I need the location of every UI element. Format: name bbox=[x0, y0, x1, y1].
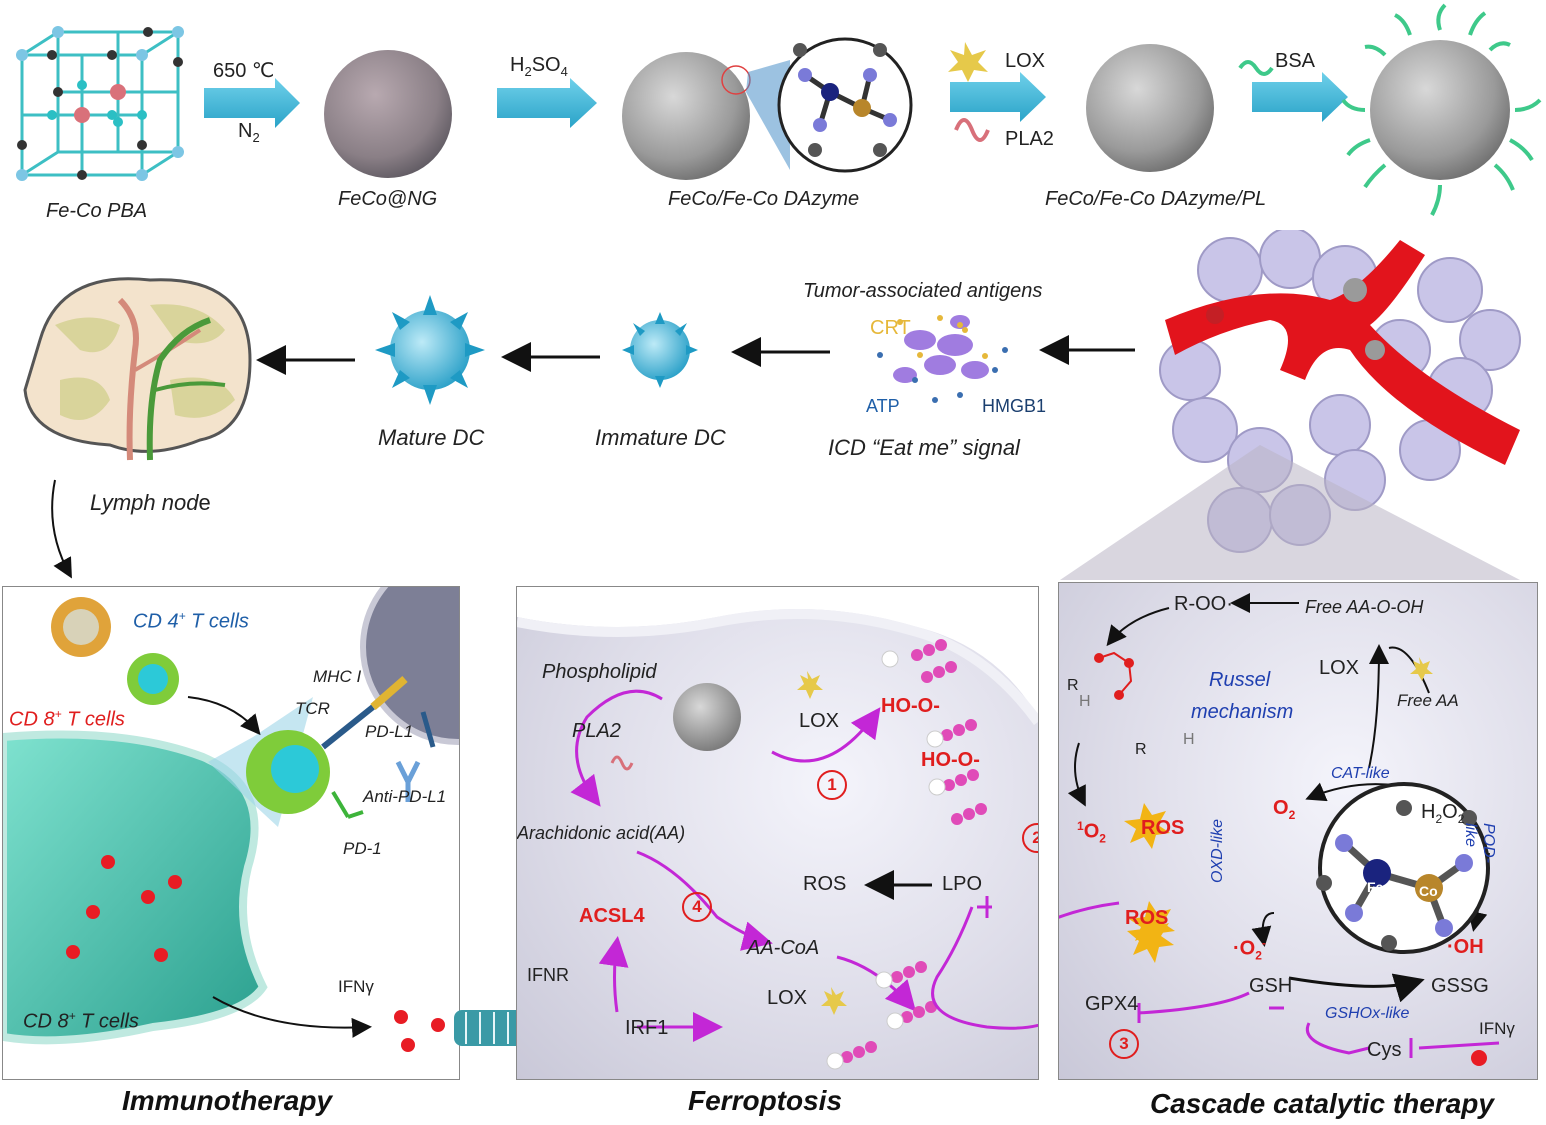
roo-label: R-OO· bbox=[1174, 593, 1233, 615]
ferroptosis-panel: Phospholipid PLA2 LOX HO-O- HO-O- Arachi… bbox=[516, 586, 1039, 1080]
cascade-graphic bbox=[1059, 593, 1500, 1066]
step-4-marker: 4 bbox=[682, 892, 712, 922]
atp-label: ATP bbox=[866, 396, 900, 416]
bsa-coated-sphere bbox=[1341, 3, 1542, 216]
bsa-icon bbox=[1238, 60, 1274, 76]
gshox-like-label: GSHOx-like bbox=[1325, 1005, 1410, 1022]
ferroptosis-title: Ferroptosis bbox=[688, 1085, 843, 1116]
mature-dc-label: Mature DC bbox=[378, 425, 485, 450]
pdl1-label: PD-L1 bbox=[365, 722, 414, 741]
ferroptosis-graphic bbox=[517, 587, 1038, 1070]
aacoa-label: AA-CoA bbox=[747, 937, 820, 959]
mature-dc-graphic bbox=[375, 295, 485, 405]
dazyme-pl-sphere bbox=[1086, 44, 1214, 172]
co-atom-label: Co bbox=[1419, 883, 1438, 899]
cd8-label: CD 8+ T cells bbox=[9, 707, 125, 731]
fe-atom-label: Fe bbox=[1367, 879, 1384, 895]
gsh-label: GSH bbox=[1249, 975, 1293, 997]
acsl4-label: ACSL4 bbox=[579, 905, 645, 927]
pla2-icon bbox=[954, 118, 990, 142]
free-aa-label: Free AA bbox=[1397, 691, 1459, 710]
h-label-2: H bbox=[1183, 731, 1195, 748]
ifn-label-cascade: IFNγ bbox=[1479, 1019, 1515, 1038]
antigen-cluster bbox=[877, 315, 1008, 403]
cys-label: Cys bbox=[1367, 1039, 1402, 1061]
singlet-oxygen-label: 1O2 bbox=[1077, 819, 1106, 846]
hoo-label-2: HO-O- bbox=[921, 749, 980, 771]
fe-co-pba-lattice bbox=[20, 30, 180, 177]
lymph-node-graphic bbox=[23, 277, 252, 461]
pla2-label: PLA2 bbox=[1005, 128, 1054, 150]
cascade-panel: R-OO· Free AA-O-OH Russel mechanism LOX … bbox=[1058, 582, 1538, 1080]
gpx4-label: GPX4 bbox=[1085, 993, 1139, 1015]
lox-label-ferro-2: LOX bbox=[767, 987, 808, 1009]
pod-like-label: POD-like bbox=[1462, 823, 1497, 863]
cd4-label: CD 4+ T cells bbox=[133, 609, 249, 633]
cd8-cells-label: CD 8+ T cells bbox=[23, 1009, 139, 1033]
tumor-antigens-label: Tumor-associated antigens bbox=[803, 280, 1043, 302]
russel-label: Russel bbox=[1209, 669, 1271, 691]
icd-label: ICD “Eat me” signal bbox=[828, 435, 1020, 460]
lox-label: LOX bbox=[1005, 50, 1046, 72]
ifn-label: IFNγ bbox=[338, 977, 374, 996]
lox-label-cascade: LOX bbox=[1319, 657, 1360, 679]
phospholipid-label: Phospholipid bbox=[542, 661, 657, 683]
ifnr-label: IFNR bbox=[527, 965, 569, 985]
middle-row-graphic bbox=[23, 230, 1521, 580]
lox-icon bbox=[948, 42, 988, 82]
step1-temp-label: 650 ℃ bbox=[213, 60, 275, 82]
step-3-marker: 3 bbox=[1109, 1029, 1139, 1059]
h-label-1: H bbox=[1079, 693, 1091, 710]
irf1-label: IRF1 bbox=[625, 1017, 669, 1039]
dazyme-label: FeCo/Fe-Co DAzyme bbox=[668, 188, 860, 210]
immature-dc-label: Immature DC bbox=[595, 425, 726, 450]
ros-label-cascade-2: ROS bbox=[1125, 907, 1169, 929]
dazyme-zoom-circle bbox=[777, 37, 913, 173]
cascade-title: Cascade catalytic therapy bbox=[1150, 1088, 1494, 1119]
superoxide-label: ·O2- bbox=[1233, 936, 1266, 963]
lpo-label: LPO bbox=[942, 873, 983, 895]
lymph-node-label: Lymph node bbox=[90, 490, 211, 515]
gssg-label: GSSG bbox=[1431, 975, 1489, 997]
tcr-label: TCR bbox=[295, 699, 330, 718]
synthesis-arrows bbox=[204, 72, 1348, 128]
dazyme-pl-label: FeCo/Fe-Co DAzyme/PL bbox=[1045, 188, 1267, 210]
immunotherapy-title: Immunotherapy bbox=[122, 1085, 333, 1116]
crt-label: CRT bbox=[870, 317, 911, 339]
pla2-label-ferro: PLA2 bbox=[572, 720, 621, 742]
feco-ng-sphere bbox=[324, 50, 452, 178]
immunotherapy-graphic bbox=[3, 587, 459, 1052]
bsa-label: BSA bbox=[1275, 50, 1316, 72]
anti-pdl1-label: Anti-PD-L1 bbox=[363, 787, 447, 806]
ros-label-ferro: ROS bbox=[803, 873, 847, 895]
lox-label-ferro: LOX bbox=[799, 710, 840, 732]
pd1-label: PD-1 bbox=[343, 839, 382, 858]
hmgb1-label: HMGB1 bbox=[982, 396, 1047, 416]
zoom-projection bbox=[1060, 445, 1520, 580]
r-label-2: R bbox=[1135, 741, 1147, 758]
ros-label-cascade-1: ROS bbox=[1141, 817, 1185, 839]
synthesis-graphic bbox=[16, 3, 1542, 216]
step-1-marker: 1 bbox=[817, 770, 847, 800]
cat-like-label: CAT-like bbox=[1331, 765, 1390, 782]
fe-co-pba-label: Fe-Co PBA bbox=[46, 200, 148, 222]
step1-gas-label: N2 bbox=[238, 120, 260, 145]
immature-dc-graphic bbox=[622, 312, 698, 388]
fe-co-pba-atoms bbox=[16, 26, 184, 181]
hydroxyl-label: ·OH bbox=[1447, 936, 1484, 958]
r-label-1: R bbox=[1067, 677, 1079, 694]
o2-label: O2 bbox=[1273, 797, 1296, 822]
step2-acid-label: H2SO4 bbox=[510, 54, 568, 79]
oxd-like-label: OXD-like bbox=[1209, 818, 1226, 883]
h2o2-label: H2O2 bbox=[1421, 801, 1465, 826]
feco-ng-label: FeCo@NG bbox=[338, 188, 438, 210]
aa-label: Arachidonic acid(AA) bbox=[517, 823, 686, 843]
dazyme-particle bbox=[673, 683, 741, 751]
mechanism-label: mechanism bbox=[1191, 701, 1294, 723]
immunotherapy-panel: CD 4+ T cells CD 8+ T cells MHC I TCR PD… bbox=[2, 586, 460, 1080]
mhc-label: MHC I bbox=[313, 667, 362, 686]
dazyme-sphere bbox=[622, 52, 750, 180]
hoo-label-1: HO-O- bbox=[881, 695, 940, 717]
free-aa-o-oh-label: Free AA-O-OH bbox=[1305, 597, 1424, 617]
